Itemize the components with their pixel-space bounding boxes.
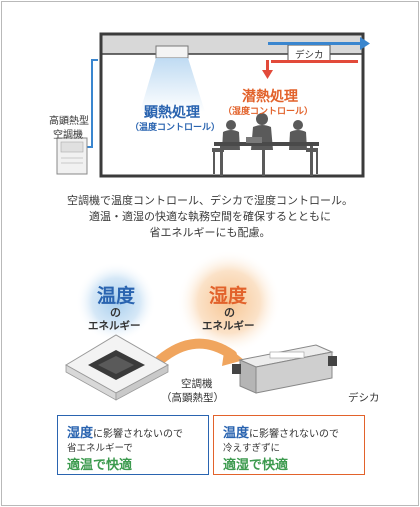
humidity-energy-glow [177, 250, 281, 354]
sensible-sub: （温度コントロール） [130, 123, 221, 133]
supply-duct [268, 42, 360, 45]
ac-caption: 空調機 [181, 378, 213, 390]
benefit-right-line2: 冷えすぎずに [223, 443, 281, 454]
temperature-energy-glow [76, 262, 156, 342]
cassette-ac-icon [65, 334, 170, 401]
temp-energy-label: エネルギー [88, 320, 141, 332]
room-outline [99, 32, 365, 178]
temp-energy-title: 温度 [97, 285, 136, 307]
desica-duct-label: デシカ [295, 50, 324, 61]
ac-type-label-2: 空調機 [53, 130, 83, 141]
benefit-box-right: 温度に影響されないので 冷えすぎずに 適湿で快適 [213, 415, 365, 475]
benefit-left-head: 湿度に影響されないので [67, 426, 184, 441]
desica-box-icon [232, 344, 337, 394]
desica-caption: デシカ [348, 392, 380, 404]
note-line-2: 適温・適湿の快適な執務空間を確保するとともに [89, 210, 331, 223]
latent-title: 潜熱処理 [242, 89, 298, 105]
humid-energy-title: 湿度 [209, 285, 248, 307]
humid-energy-label: エネルギー [202, 320, 255, 332]
arrow-down-icon [262, 70, 273, 79]
note-line-3: 省エネルギーにも配慮。 [149, 226, 271, 239]
ceiling-ac-unit [155, 45, 189, 59]
latent-sub: （湿度コントロール） [223, 107, 314, 117]
benefit-right-head: 温度に影響されないので [223, 426, 340, 441]
ac-caption-2: （高顕熱型） [161, 392, 224, 404]
exhaust-duct [271, 60, 358, 63]
ac-type-label: 高顕熱型 [49, 116, 89, 127]
benefit-right-line3: 適湿で快適 [223, 458, 289, 473]
cool-air-icon [140, 58, 205, 112]
office-workers-icon [212, 113, 319, 176]
curved-arrow-icon [155, 338, 237, 365]
benefit-box-left: 湿度に影響されないので 省エネルギーで 適温で快適 [57, 415, 209, 475]
arrow-right-icon [360, 37, 370, 50]
note-line-1: 空調機で温度コントロール、デシカで湿度コントロール。 [67, 194, 353, 207]
benefit-left-line2: 省エネルギーで [67, 443, 133, 454]
humid-energy-no: の [224, 306, 235, 319]
temp-energy-no: の [110, 306, 121, 319]
benefit-left-line3: 適温で快適 [67, 458, 133, 473]
sensible-title: 顕熱処理 [144, 105, 200, 121]
